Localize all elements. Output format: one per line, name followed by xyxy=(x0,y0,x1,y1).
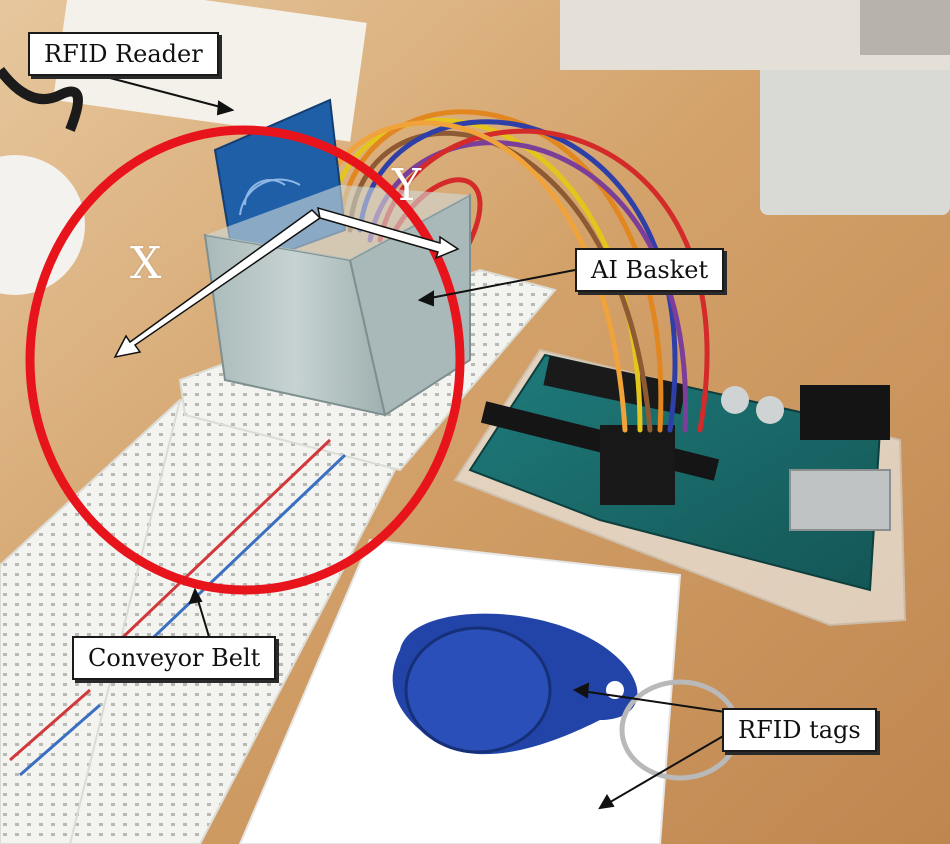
capacitor-1 xyxy=(721,386,749,414)
capacitor-2 xyxy=(756,396,784,424)
x-axis-label: X xyxy=(130,238,162,289)
black-cable xyxy=(0,66,83,132)
plate xyxy=(0,155,85,295)
conveyor-belt-callout: Conveyor Belt xyxy=(72,636,277,680)
y-axis-arrow xyxy=(317,206,460,260)
axis-arrows xyxy=(113,206,460,359)
x-axis-arrow xyxy=(113,209,322,359)
power-jack xyxy=(800,385,890,440)
highlight-circle xyxy=(25,125,465,595)
callout-pointers xyxy=(109,77,726,810)
ai-basket-callout: AI Basket xyxy=(575,248,725,292)
arduino-chip xyxy=(543,355,687,415)
rfid-keyfob xyxy=(392,613,638,755)
background-device xyxy=(760,55,950,215)
usb-port xyxy=(789,469,891,531)
rfid-reader-callout: RFID Reader xyxy=(28,32,219,76)
rfid-tags-callout: RFID tags xyxy=(722,708,877,752)
y-axis-label: Y xyxy=(392,160,422,211)
